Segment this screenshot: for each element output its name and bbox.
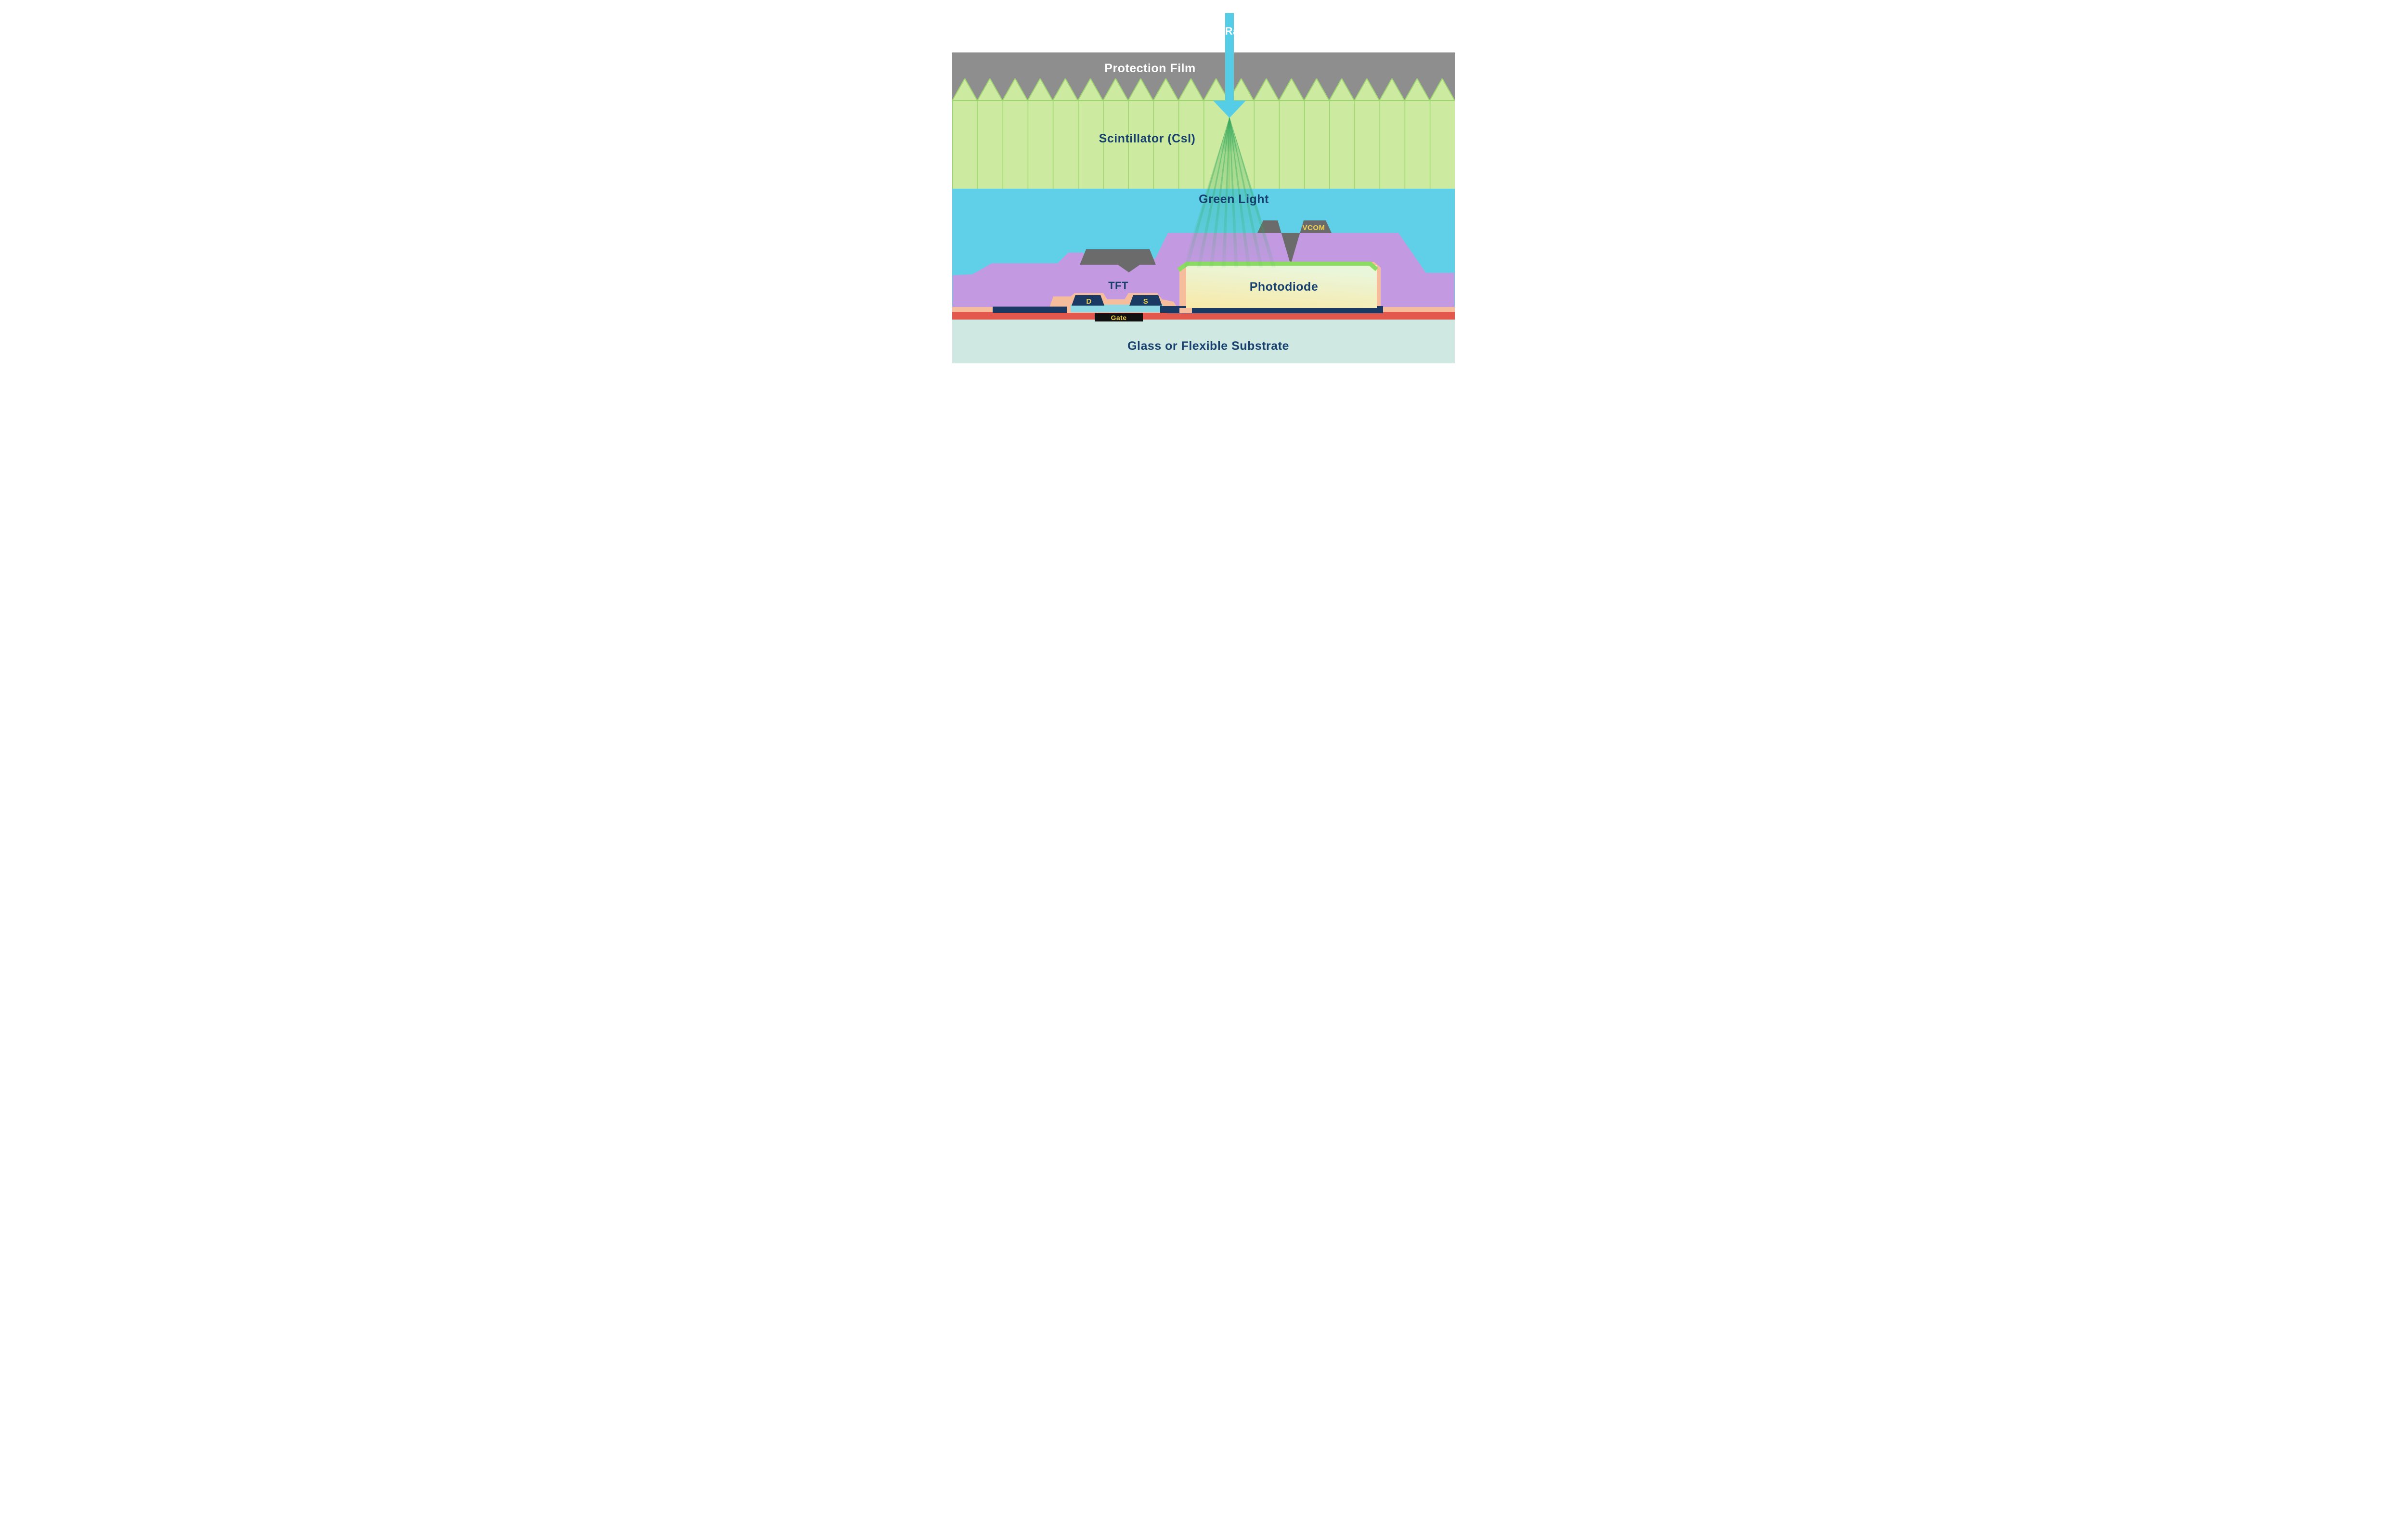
photodiode-body [1186,265,1377,308]
green-ray [1229,117,1263,268]
vcom-label: VCOM [1303,224,1325,232]
protection-film-label: Protection Film [1104,62,1195,75]
substrate-layer [952,320,1455,363]
photodiode-label: Photodiode [1250,280,1318,294]
green-ray [1209,117,1229,268]
contact-gray-shape [1080,249,1156,272]
tft-label: TFT [1108,280,1128,292]
xray-arrow [1213,13,1246,118]
drain-electrode [1072,295,1104,306]
source-electrode [1129,295,1162,306]
xray-label: X-Ray [1214,25,1245,37]
green-flash-core [1221,117,1238,152]
green-light-label: Green Light [1199,192,1269,206]
source-label: S [1143,297,1149,306]
gate-metal-line [993,307,1067,313]
substrate-label: Glass or Flexible Substrate [1127,339,1289,353]
diagram-panel: X-Ray Protection Film Scintillator (CsI)… [952,13,1455,363]
green-ray [1229,117,1276,268]
xray-arrowhead [1213,101,1246,118]
drain-label: D [1086,297,1091,306]
gate-label: Gate [1111,314,1126,321]
insulator-red-layer [952,312,1455,320]
source-connect-line [1160,306,1179,313]
tft-channel [1071,305,1163,312]
diagram-stage: X-Ray Protection Film Scintillator (CsI)… [861,0,1546,385]
green-ray [1229,117,1238,268]
green-ray [1197,117,1229,268]
green-ray [1229,117,1251,268]
scintillator-label: Scintillator (CsI) [1099,132,1196,145]
scintillator-layer [952,78,1455,189]
green-ray [1184,117,1229,268]
green-ray [1222,117,1229,268]
vcom-electrode [1257,220,1332,265]
green-light-fan [1182,117,1277,268]
detector-cross-section-diagram: X-Ray Protection Film Scintillator (CsI)… [861,0,1546,385]
xray-arrow-shaft [1225,13,1234,101]
gate-electrode [1095,313,1143,321]
